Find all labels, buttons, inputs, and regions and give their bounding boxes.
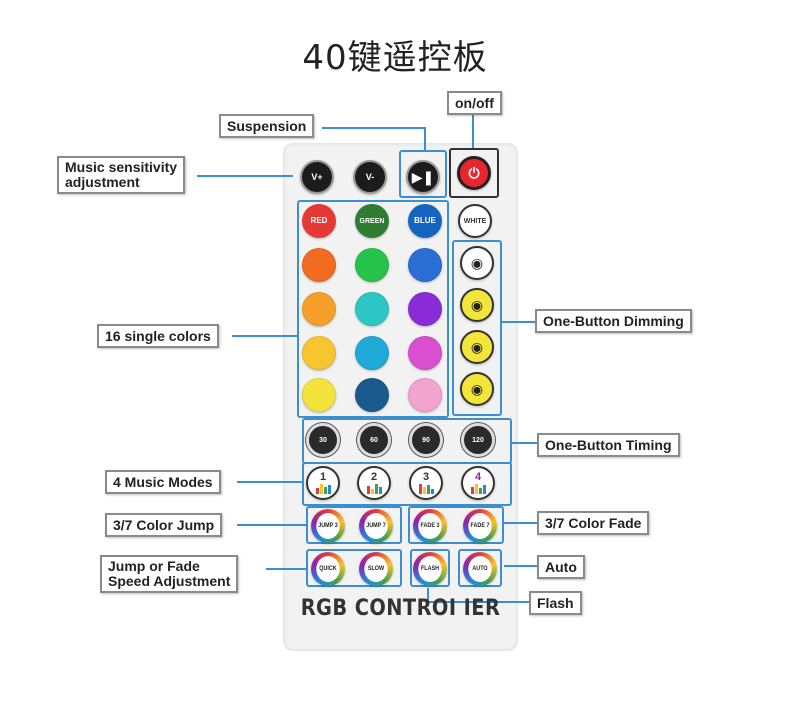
page-title: 40键遥控板 [302, 38, 488, 78]
equalizer-icon [470, 484, 486, 494]
timer-30-button[interactable]: 30 [306, 423, 340, 457]
music-mode-3-button[interactable]: 3 [409, 466, 443, 500]
label-color-jump: 3/7 Color Jump [105, 513, 223, 537]
music-mode-number: 3 [422, 471, 430, 483]
flash-frame [410, 549, 450, 587]
color-button[interactable] [302, 292, 336, 326]
jump7-label: JUMP 7 [364, 513, 388, 539]
color-button[interactable] [355, 378, 389, 412]
fade3-label: FADE 3 [418, 513, 442, 539]
color-button[interactable] [408, 292, 442, 326]
blue-button[interactable]: BLUE [408, 204, 442, 238]
bulb-icon: ◉ [470, 297, 484, 313]
timer-120-button[interactable]: 120 [461, 423, 495, 457]
dimming-button-75[interactable]: ◉ [460, 288, 494, 322]
volume-up-button[interactable]: V+ [300, 160, 334, 194]
music-mode-4-button[interactable]: 4 [461, 466, 495, 500]
quick-label: QUICK [316, 556, 340, 582]
music-mode-number: 1 [319, 471, 327, 483]
speed-frame [306, 549, 402, 587]
slow-button[interactable]: SLOW [359, 552, 393, 586]
jump3-button[interactable]: JUMP 3 [311, 509, 345, 543]
flash-button[interactable]: FLASH [413, 552, 447, 586]
label-speed: Jump or Fade Speed Adjustment [100, 555, 239, 593]
dimming-frame [452, 240, 502, 416]
color-button[interactable] [408, 336, 442, 370]
equalizer-icon [315, 484, 331, 494]
music-mode-number: 4 [474, 471, 482, 483]
play-pause-button[interactable]: ▶❚ [406, 160, 440, 194]
auto-label: AUTO [468, 556, 492, 582]
white-button[interactable]: WHITE [458, 204, 492, 238]
color-button[interactable] [355, 292, 389, 326]
equalizer-icon [366, 484, 382, 494]
power-button[interactable]: ⏻ [457, 156, 491, 190]
equalizer-icon [418, 484, 434, 494]
flash-label: FLASH [418, 556, 442, 582]
timer-90-button[interactable]: 90 [409, 423, 443, 457]
dimming-button-50[interactable]: ◉ [460, 330, 494, 364]
label-timing: One-Button Timing [537, 433, 680, 457]
color-button[interactable] [302, 336, 336, 370]
color-button[interactable] [408, 378, 442, 412]
label-music-sensitivity: Music sensitivity adjustment [57, 156, 186, 194]
power-icon: ⏻ [468, 165, 480, 181]
fade7-button[interactable]: FADE 7 [463, 509, 497, 543]
play-pause-icon: ▶❚ [411, 169, 435, 185]
quick-button[interactable]: QUICK [311, 552, 345, 586]
color-button[interactable] [302, 378, 336, 412]
label-suspension: Suspension [219, 114, 315, 138]
label-onoff: on/off [447, 91, 502, 115]
label-color-fade: 3/7 Color Fade [537, 511, 650, 535]
music-mode-1-button[interactable]: 1 [306, 466, 340, 500]
color-button[interactable] [302, 248, 336, 282]
jump-frame [306, 506, 402, 544]
red-button[interactable]: RED [302, 204, 336, 238]
timer-60-button[interactable]: 60 [357, 423, 391, 457]
power-button-frame [449, 148, 499, 198]
music-modes-frame [302, 462, 512, 506]
label-single-colors: 16 single colors [97, 324, 219, 348]
label-dimming: One-Button Dimming [535, 309, 692, 333]
auto-button[interactable]: AUTO [463, 552, 497, 586]
music-mode-number: 2 [370, 471, 378, 483]
auto-frame [458, 549, 502, 587]
color-button[interactable] [355, 336, 389, 370]
jump7-button[interactable]: JUMP 7 [359, 509, 393, 543]
dimming-button-100[interactable]: ◉ [460, 246, 494, 280]
jump3-label: JUMP 3 [316, 513, 340, 539]
color-button[interactable] [355, 248, 389, 282]
play-button-frame [399, 150, 447, 198]
fade7-label: FADE 7 [468, 513, 492, 539]
dimming-button-25[interactable]: ◉ [460, 372, 494, 406]
bulb-icon: ◉ [470, 339, 484, 355]
label-auto: Auto [537, 555, 585, 579]
green-button[interactable]: GREEN [355, 204, 389, 238]
fade-frame [408, 506, 504, 544]
color-grid-frame [297, 200, 449, 418]
fade3-button[interactable]: FADE 3 [413, 509, 447, 543]
label-music-modes: 4 Music Modes [105, 470, 221, 494]
bulb-icon: ◉ [470, 381, 484, 397]
volume-down-button[interactable]: V- [353, 160, 387, 194]
slow-label: SLOW [364, 556, 388, 582]
bulb-icon: ◉ [470, 255, 484, 271]
music-mode-2-button[interactable]: 2 [357, 466, 391, 500]
color-button[interactable] [408, 248, 442, 282]
remote-brand: RGB CONTROI IER [300, 596, 501, 621]
label-flash: Flash [529, 591, 582, 615]
